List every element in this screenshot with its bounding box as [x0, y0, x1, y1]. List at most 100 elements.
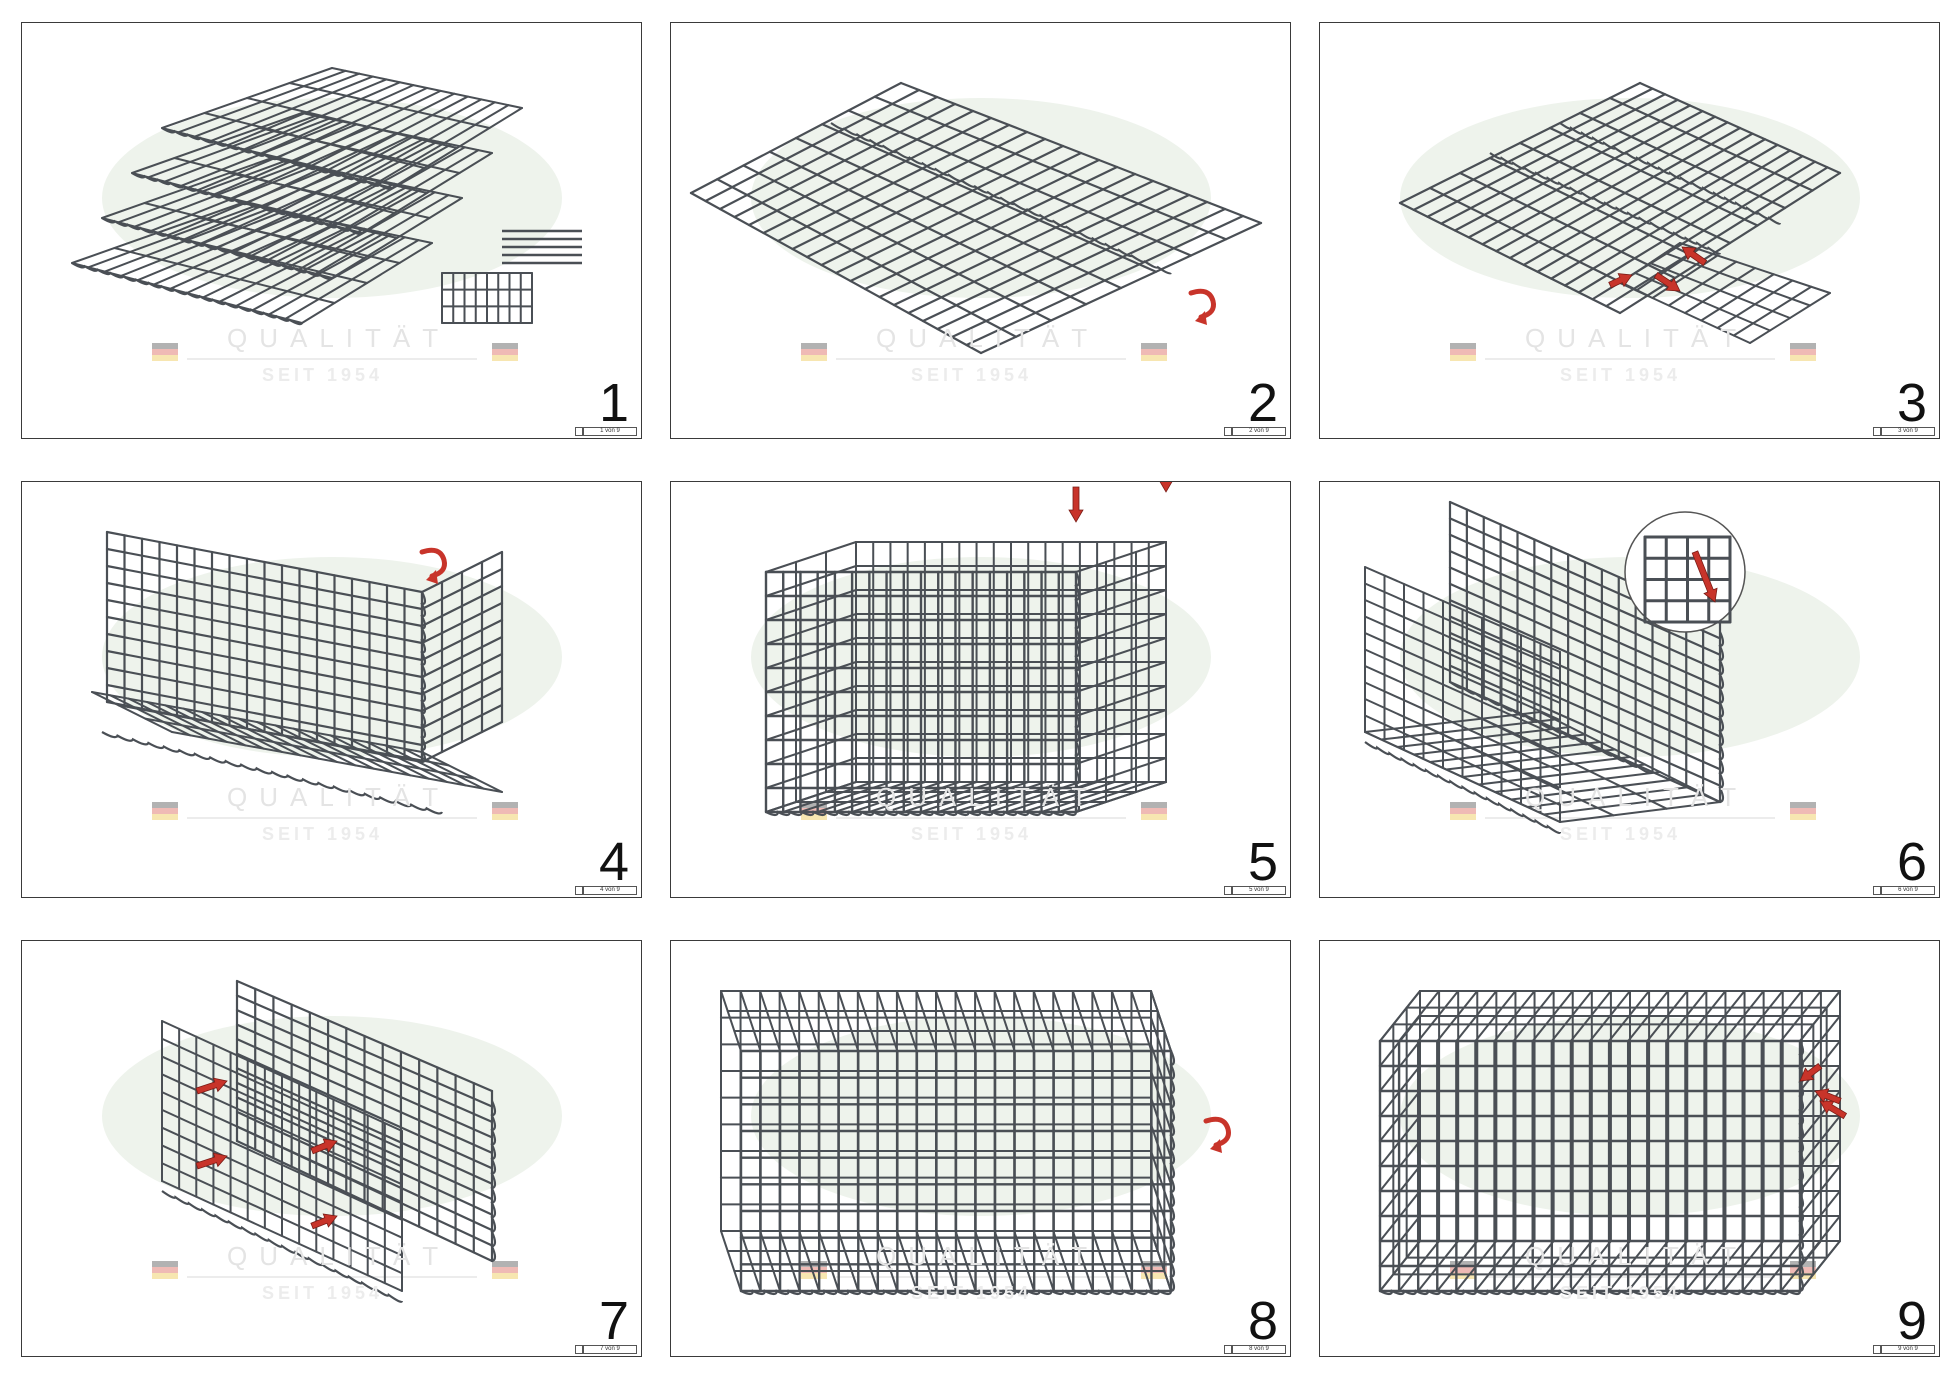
- step-6-illustration: [1364, 500, 1860, 834]
- mesh-wire: [420, 550, 504, 594]
- mesh-wire: [1448, 582, 1722, 705]
- mesh-wire: [235, 1081, 494, 1201]
- mesh-wire: [1578, 111, 1787, 210]
- mesh-wire: [1799, 1215, 1841, 1267]
- red-arrow: [1691, 550, 1718, 603]
- mesh-wire: [1071, 990, 1094, 1052]
- spiral-coil: [1379, 1289, 1802, 1296]
- watermark-quality: QUALITÄT: [1525, 1241, 1749, 1271]
- mesh-wire: [1075, 781, 1167, 813]
- mesh-wire: [201, 711, 283, 753]
- mesh-wire: [1634, 272, 1771, 332]
- flag-stripe: [1790, 355, 1816, 361]
- flag-stripe: [152, 1273, 178, 1279]
- mesh-wire: [1436, 990, 1479, 1042]
- spiral-coil: [1559, 122, 1782, 225]
- flag-stripe: [1790, 814, 1816, 820]
- step-panel-8: QUALITÄT SEIT 1954 8 8 von 9: [670, 940, 1291, 1357]
- mesh-wire: [420, 601, 504, 645]
- flag-stripe: [1450, 808, 1476, 814]
- mesh-wire: [895, 990, 918, 1052]
- spiral-coil: [101, 217, 334, 281]
- mesh-wire: [759, 990, 782, 1052]
- mesh-wire: [117, 704, 450, 767]
- mesh-wire: [420, 584, 504, 628]
- mesh-wire: [1559, 801, 1721, 823]
- mesh-wire: [274, 724, 357, 767]
- mesh-wire: [1032, 990, 1055, 1052]
- watermark-oval: [751, 557, 1211, 757]
- mesh-wire: [821, 123, 1158, 273]
- mesh-wire: [420, 635, 504, 679]
- mesh-wire: [1619, 282, 1751, 344]
- mesh-wire: [778, 990, 801, 1052]
- watermark-since: SEIT 1954: [1560, 824, 1682, 844]
- step-number: 1: [598, 373, 629, 433]
- mesh-wire: [105, 683, 424, 747]
- mesh-wire: [109, 694, 192, 737]
- mesh-wire: [1150, 990, 1172, 1052]
- mesh-wire: [954, 1230, 977, 1292]
- mesh-wire: [1364, 566, 1561, 653]
- mesh-wire: [91, 691, 423, 753]
- watermark-oval: [751, 1016, 1211, 1216]
- mesh-wire: [161, 1020, 403, 1132]
- red-arrow: [1653, 271, 1681, 292]
- spiral-coil: [161, 1190, 404, 1303]
- mesh-wire: [1448, 566, 1722, 689]
- red-arrow: [1068, 486, 1084, 523]
- flag-stripe: [1450, 814, 1476, 820]
- mesh-wire: [105, 666, 424, 730]
- mesh-wire: [974, 990, 997, 1052]
- mesh-wire: [1455, 990, 1498, 1042]
- mesh-wire: [1627, 990, 1670, 1042]
- mesh-wire: [1364, 582, 1561, 670]
- flag-stripe: [1450, 1267, 1476, 1273]
- mesh-wire: [915, 1230, 938, 1292]
- wire-mesh-panel: [420, 550, 504, 764]
- page-indicator: 4 von 9: [575, 886, 637, 895]
- mesh-wire: [420, 652, 504, 696]
- mesh-wire: [720, 1230, 742, 1292]
- mesh-wire: [1608, 990, 1651, 1042]
- step-number: 9: [1896, 1291, 1927, 1351]
- mesh-wire: [1548, 126, 1759, 227]
- mesh-wire: [1679, 242, 1831, 294]
- mesh-wire: [143, 202, 366, 259]
- mesh-wire: [182, 707, 265, 750]
- wire-mesh-panel: [441, 272, 533, 324]
- red-curved-arrow: [419, 547, 447, 579]
- mesh-wire: [1665, 990, 1708, 1042]
- mesh-wire: [1150, 1016, 1172, 1079]
- mesh-wire: [235, 979, 494, 1093]
- mesh-wire: [420, 567, 504, 611]
- mesh-wire: [161, 1180, 403, 1292]
- red-arrow: [195, 1077, 228, 1095]
- flag-stripe: [1141, 808, 1167, 814]
- mesh-wire: [1075, 613, 1167, 645]
- mesh-wire: [1799, 990, 1841, 1042]
- mesh-wire: [798, 1230, 821, 1292]
- flag-stripe: [1450, 355, 1476, 361]
- mesh-wire: [1364, 599, 1561, 687]
- mesh-wire: [246, 97, 458, 149]
- mesh-wire: [235, 1139, 494, 1263]
- flag-stripe: [1141, 814, 1167, 820]
- mesh-wire: [689, 191, 983, 355]
- mesh-wire: [420, 669, 504, 713]
- mesh-wire: [235, 994, 494, 1108]
- mesh-wire: [105, 581, 424, 645]
- mesh-wire: [402, 747, 485, 790]
- mesh-wire: [1075, 757, 1167, 789]
- mesh-wire: [311, 731, 393, 773]
- wire-mesh-panel: [1619, 242, 1831, 344]
- spiral-coil: [1074, 571, 1081, 814]
- page-indicator: 1 von 9: [575, 427, 637, 436]
- mesh-wire: [1638, 81, 1842, 175]
- mesh-wire: [420, 686, 504, 730]
- mesh-wire: [161, 1037, 403, 1150]
- wire-mesh-panel: [91, 691, 503, 793]
- red-arrow-head: [1210, 1139, 1222, 1153]
- mesh-wire: [1550, 990, 1593, 1042]
- mesh-wire: [1542, 793, 1706, 816]
